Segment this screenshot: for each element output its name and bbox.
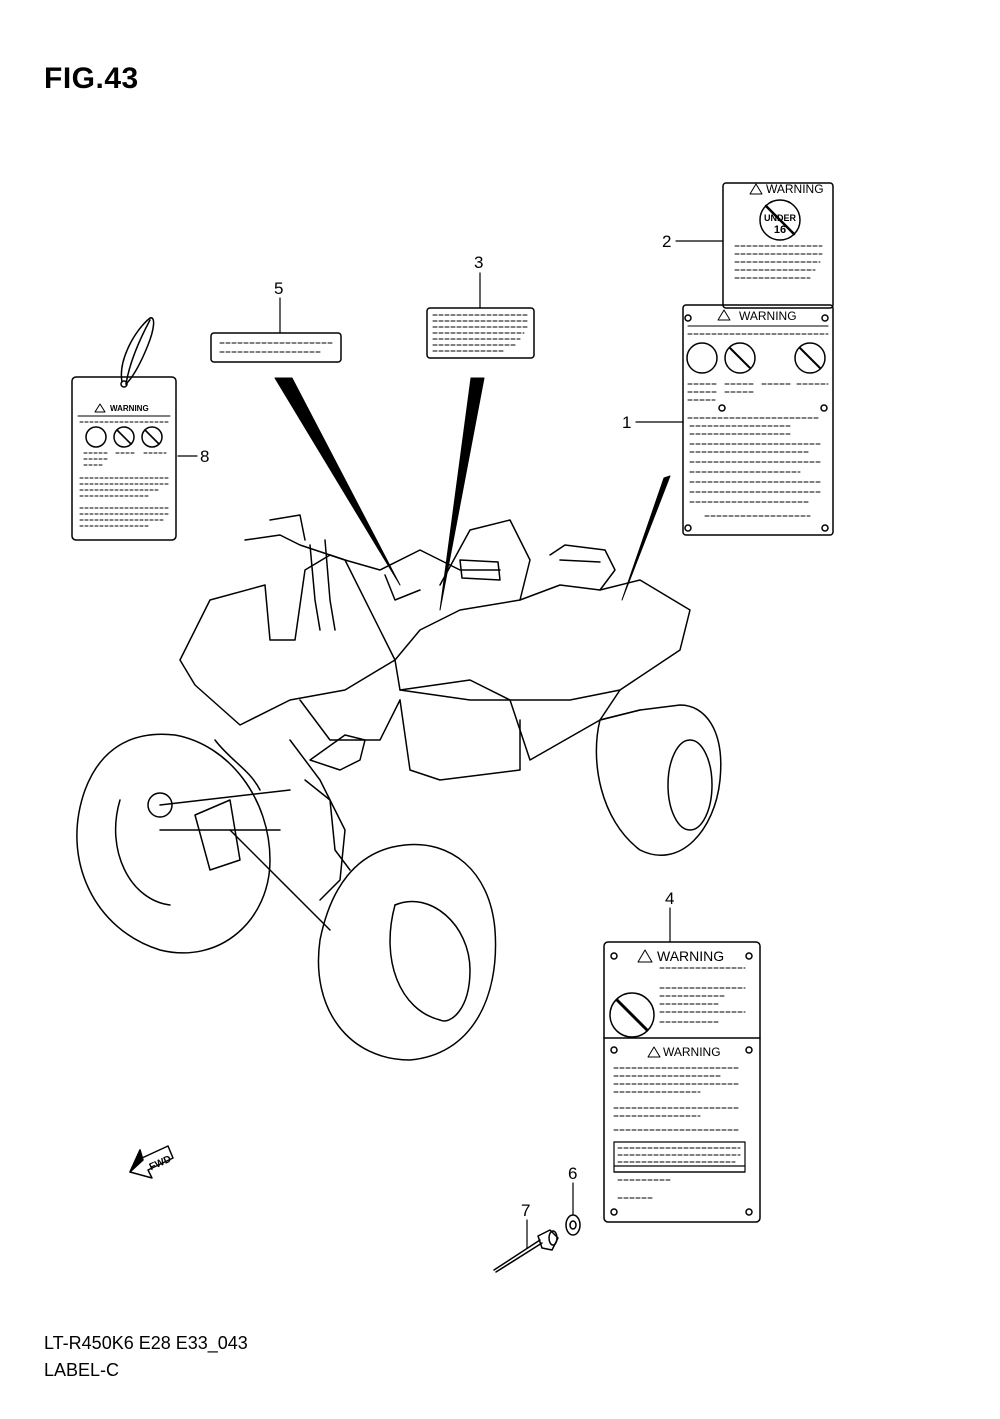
leader-lines: [177, 240, 724, 1249]
callout-3: 3: [474, 253, 483, 272]
callout-7: 7: [521, 1201, 530, 1220]
figure-name: LABEL-C: [44, 1360, 120, 1380]
callout-1: 1: [622, 413, 631, 432]
under16-number: 16: [774, 224, 786, 236]
pointer-1: [621, 475, 671, 601]
label-1-warning-text: WARNING: [739, 309, 797, 323]
label-3: [426, 307, 535, 359]
label-4-warning-plate: [603, 941, 761, 1223]
atv-illustration: [76, 514, 722, 1061]
part-6-washer: [565, 1214, 581, 1236]
label-2-under16: [722, 182, 834, 309]
label-4-warning-text-bottom: WARNING: [663, 1045, 721, 1059]
pointer-3: [439, 377, 485, 611]
part-7-rivet: [493, 1229, 559, 1273]
callout-5: 5: [274, 279, 283, 298]
pointer-wedges: [274, 377, 671, 611]
label-2-warning-text: WARNING: [766, 182, 824, 196]
under16-text: UNDER: [764, 213, 797, 223]
callout-6: 6: [568, 1164, 577, 1183]
callout-8: 8: [200, 447, 209, 466]
label-5: [210, 332, 342, 363]
figure-code: LT-R450K6 E28 E33_043: [44, 1333, 248, 1353]
callout-4: 4: [665, 889, 674, 908]
label-8-warning-text: WARNING: [110, 404, 149, 413]
label-1-warning: [682, 304, 834, 536]
pointer-5: [274, 377, 401, 586]
label-4-warning-text-top: WARNING: [657, 948, 724, 964]
figure-title: FIG.43: [44, 62, 139, 95]
fwd-arrow: FWD: [129, 1145, 174, 1179]
label-8-hang-tag: [71, 317, 177, 541]
callout-2: 2: [662, 232, 671, 251]
